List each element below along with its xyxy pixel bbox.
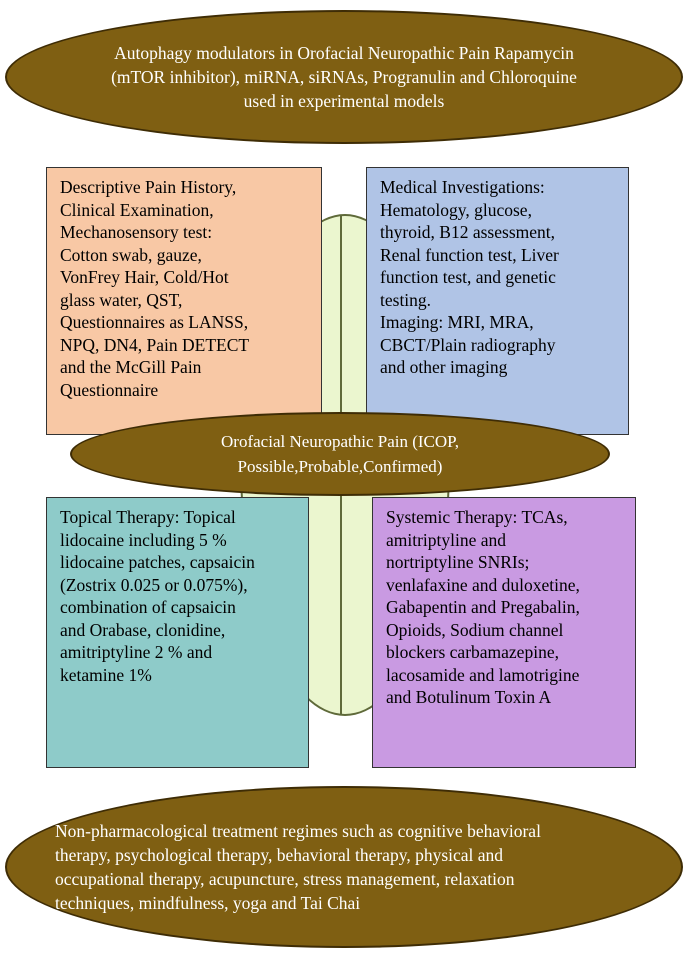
systemic-line: Opioids, Sodium channel — [386, 619, 564, 640]
diagnosis-line: Mechanosensory test: — [60, 222, 213, 242]
topical-line: (Zostrix 0.025 or 0.075%), — [60, 574, 248, 595]
systemic-line: lacosamide and lamotrigine — [386, 664, 580, 685]
autophagy-line: Autophagy modulators in Orofacial Neurop… — [114, 43, 574, 63]
orofacial-neuropathic-pain-node: Orofacial Neuropathic Pain (ICOP, Possib… — [70, 412, 610, 496]
topical-line: combination of capsaicin — [60, 597, 236, 617]
investigations-line: and other imaging — [380, 357, 508, 377]
diagnosis-line: Questionnaire — [60, 379, 159, 400]
autophagy-line: (mTOR inhibitor), miRNA, siRNAs, Progran… — [111, 67, 577, 87]
autophagy-modulators-text: Autophagy modulators in Orofacial Neurop… — [111, 41, 577, 113]
diagnosis-line: Questionnaires as LANSS, — [60, 312, 249, 332]
investigations-line: function test, and genetic — [380, 267, 556, 287]
systemic-line: amitriptyline and — [386, 529, 507, 550]
nonpharm-line: occupational therapy, acupuncture, stres… — [55, 869, 515, 889]
topical-line: and Orabase, clonidine, — [60, 619, 226, 640]
orofacial-neuropathic-pain-text: Orofacial Neuropathic Pain (ICOP, Possib… — [221, 429, 459, 479]
topical-line: lidocaine including 5 % — [60, 529, 227, 550]
non-pharmacological-treatment-text: Non-pharmacological treatment regimes su… — [55, 819, 541, 915]
nonpharm-line: therapy, psychological therapy, behavior… — [55, 845, 504, 865]
systemic-line: and Botulinum Toxin A — [386, 687, 552, 707]
systemic-line: nortriptyline SNRIs; — [386, 552, 530, 572]
diagnosis-line: glass water, QST, — [60, 289, 183, 310]
topical-line: lidocaine patches, capsaicin — [60, 552, 255, 572]
investigations-line: CBCT/Plain radiography — [380, 334, 556, 355]
topical-therapy-box: Topical Therapy: Topical lidocaine inclu… — [46, 497, 309, 768]
non-pharmacological-treatment-node: Non-pharmacological treatment regimes su… — [5, 786, 683, 948]
systemic-line: Systemic Therapy: TCAs, — [386, 507, 568, 527]
topical-line: amitriptyline 2 % and — [60, 642, 213, 662]
diagnosis-line: NPQ, DN4, Pain DETECT — [60, 334, 250, 355]
investigations-line: testing. — [380, 289, 432, 310]
investigations-line: thyroid, B12 assessment, — [380, 222, 555, 242]
topical-line: ketamine 1% — [60, 664, 152, 685]
nonpharm-line: Non-pharmacological treatment regimes su… — [55, 821, 541, 841]
diagnosis-line: and the McGill Pain — [60, 357, 202, 377]
investigations-line: Hematology, glucose, — [380, 199, 532, 220]
systemic-line: blockers carbamazepine, — [386, 642, 559, 662]
investigations-line: Medical Investigations: — [380, 177, 545, 197]
diagnosis-box: Descriptive Pain History, Clinical Exami… — [46, 167, 322, 435]
systemic-line: venlafaxine and duloxetine, — [386, 574, 580, 595]
medical-investigations-box: Medical Investigations: Hematology, gluc… — [366, 167, 629, 435]
autophagy-line: used in experimental models — [243, 91, 445, 111]
systemic-line: Gabapentin and Pregabalin, — [386, 597, 580, 617]
investigations-line: Renal function test, Liver — [380, 244, 559, 265]
diagnosis-line: Cotton swab, gauze, — [60, 244, 202, 265]
autophagy-modulators-node: Autophagy modulators in Orofacial Neurop… — [5, 10, 683, 144]
center-line-text: Possible,Probable,Confirmed) — [237, 457, 443, 476]
diagnosis-line: Clinical Examination, — [60, 199, 214, 220]
diagnosis-line: Descriptive Pain History, — [60, 177, 237, 197]
topical-line: Topical Therapy: Topical — [60, 507, 236, 527]
center-line-text: Orofacial Neuropathic Pain (ICOP, — [221, 432, 459, 451]
systemic-therapy-box: Systemic Therapy: TCAs, amitriptyline an… — [372, 497, 636, 768]
diagnosis-line: VonFrey Hair, Cold/Hot — [60, 267, 229, 287]
nonpharm-line: techniques, mindfulness, yoga and Tai Ch… — [55, 893, 361, 913]
investigations-line: Imaging: MRI, MRA, — [380, 312, 534, 332]
